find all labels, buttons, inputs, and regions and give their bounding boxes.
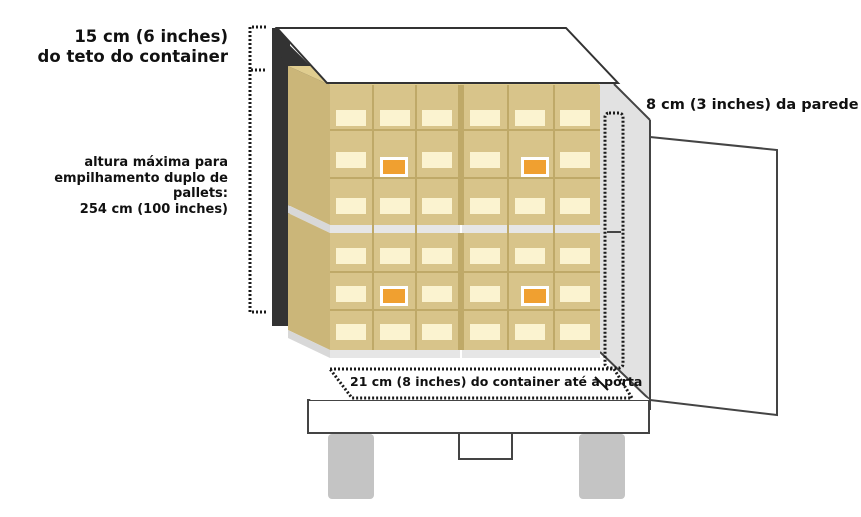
max-height-line2: empilhamento duplo de pallets: [54,170,228,202]
max-height-bracket [248,70,266,314]
ceiling-clearance-line2: do teto do container [37,46,228,66]
left-wheel [328,434,374,499]
ceiling-clearance-label: 15 cm (6 inches) do teto do container [20,27,228,67]
wall-clearance-marker [603,111,625,370]
barcode-icon [380,157,549,306]
max-height-line1: altura máxima para [84,155,228,170]
container-side-wall [600,84,650,400]
wall-clearance-label: 8 cm (3 inches) da parede [646,97,859,113]
chassis [307,399,650,434]
door-clearance-label: 21 cm (8 inches) do container até a port… [350,374,643,389]
container-door [649,135,778,417]
ceiling-clearance-bracket [248,25,266,72]
max-height-line3: 254 cm (100 inches) [79,201,228,217]
door-clearance-marker [326,367,635,400]
container-roof [274,27,621,84]
ceiling-clearance-line1: 15 cm (6 inches) [74,27,228,46]
right-wheel [579,434,625,499]
max-height-label: altura máxima para empilhamento duplo de… [0,155,228,217]
container-back-wall [272,28,290,326]
hitch [458,432,513,460]
